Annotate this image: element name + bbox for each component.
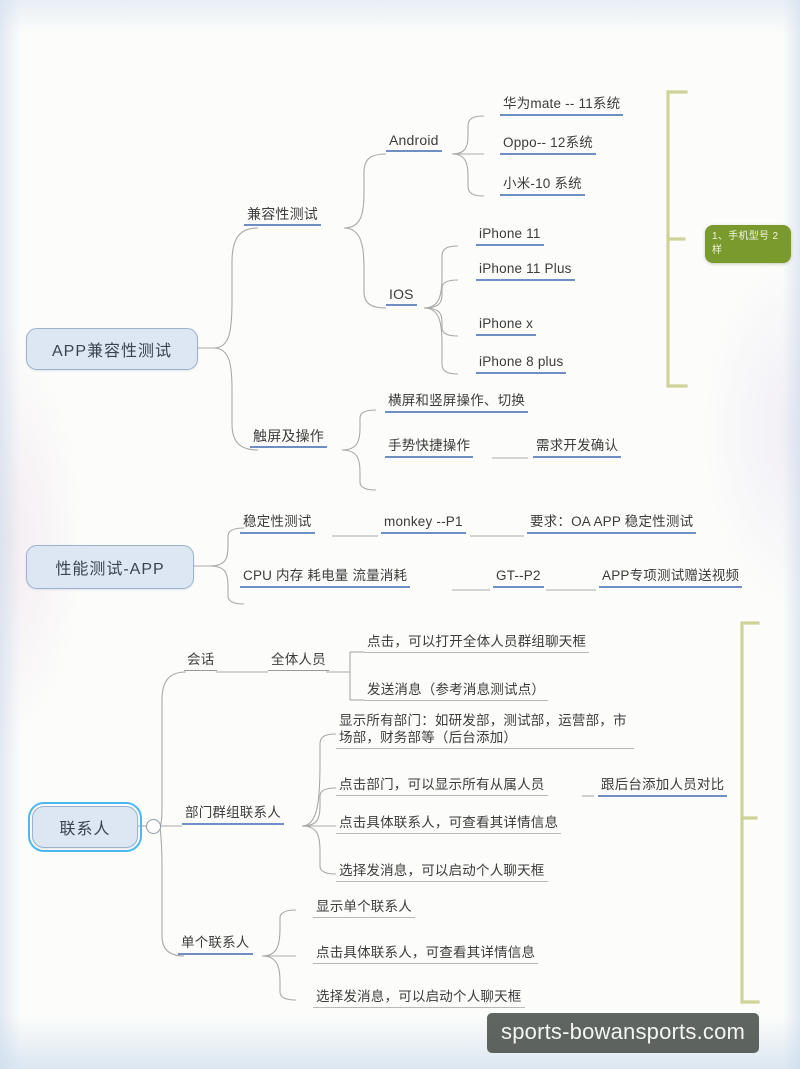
node-label: 手势快捷操作	[388, 438, 471, 453]
node-android-device-2[interactable]: Oppo-- 12系统	[500, 135, 596, 155]
node-department-item-2[interactable]: 点击部门，可以显示所有从属人员	[336, 777, 548, 796]
node-label: 单个联系人	[181, 935, 250, 950]
node-touchscreen-operation[interactable]: 触屏及操作	[250, 428, 327, 449]
node-label: 小米-10 系统	[503, 176, 582, 191]
node-label: 兼容性测试	[247, 206, 318, 222]
node-android[interactable]: Android	[386, 132, 442, 153]
node-label: CPU 内存 耗电量 流量消耗	[243, 568, 408, 583]
node-compatibility-test[interactable]: 兼容性测试	[244, 206, 321, 227]
node-all-staff-item-1[interactable]: 点击，可以打开全体人员群组聊天框	[364, 634, 590, 653]
node-label: 选择发消息，可以启动个人聊天框	[339, 863, 545, 878]
node-department-item-4[interactable]: 选择发消息，可以启动个人聊天框	[336, 863, 548, 882]
node-android-device-3[interactable]: 小米-10 系统	[500, 176, 585, 196]
node-touch-item-1[interactable]: 横屏和竖屏操作、切换	[385, 393, 528, 413]
node-label: 全体人员	[271, 652, 326, 667]
node-touch-item-2-child[interactable]: 需求开发确认	[533, 438, 622, 458]
node-label: 会话	[187, 652, 215, 667]
node-department-group-contacts[interactable]: 部门群组联系人	[182, 805, 284, 825]
node-label: 点击具体联系人，可查看其详情信息	[316, 945, 536, 960]
node-ios-device-3[interactable]: iPhone x	[476, 316, 537, 336]
watermark-text: sports-bowansports.com	[501, 1019, 746, 1044]
node-label: 要求：OA APP 稳定性测试	[530, 514, 694, 529]
node-ios-device-2[interactable]: iPhone 11 Plus	[476, 261, 575, 281]
node-gt-p2[interactable]: GT--P2	[493, 568, 544, 588]
node-label: 点击，可以打开全体人员群组聊天框	[367, 634, 587, 649]
node-label: iPhone 8 plus	[479, 354, 564, 369]
node-stability-test[interactable]: 稳定性测试	[240, 514, 315, 534]
node-label: 华为mate -- 11系统	[503, 96, 621, 111]
node-all-staff-item-2[interactable]: 发送消息（参考消息测试点）	[364, 682, 549, 701]
node-department-item-1[interactable]: 显示所有部门：如研发部，测试部，运营部，市场部，财务部等（后台添加）	[336, 712, 634, 749]
collapse-toggle-contacts[interactable]	[146, 819, 161, 834]
node-label: iPhone x	[479, 316, 534, 331]
node-single-contact[interactable]: 单个联系人	[178, 935, 253, 955]
root-node-contacts[interactable]: 联系人	[28, 802, 142, 852]
node-ios-device-1[interactable]: iPhone 11	[476, 226, 544, 246]
note-text: 1、手机型号 2样	[712, 231, 779, 256]
node-department-item-2-child[interactable]: 跟后台添加人员对比	[598, 777, 728, 797]
node-label: 显示单个联系人	[316, 899, 412, 914]
watermark: sports-bowansports.com	[487, 1013, 760, 1053]
node-single-contact-item-3[interactable]: 选择发消息，可以启动个人聊天框	[313, 989, 525, 1008]
node-label: 稳定性测试	[243, 514, 312, 529]
node-label: iPhone 11 Plus	[479, 261, 572, 276]
node-label: 触屏及操作	[253, 428, 324, 444]
node-single-contact-item-1[interactable]: 显示单个联系人	[313, 899, 415, 918]
node-label: 需求开发确认	[536, 438, 619, 453]
node-department-item-3[interactable]: 点击具体联系人，可查看其详情信息	[336, 815, 562, 834]
node-oa-app-stability-requirement[interactable]: 要求：OA APP 稳定性测试	[527, 514, 697, 534]
node-single-contact-item-2[interactable]: 点击具体联系人，可查看其详情信息	[313, 945, 539, 964]
node-label: Oppo-- 12系统	[503, 135, 593, 150]
node-monkey-p1[interactable]: monkey --P1	[381, 514, 466, 534]
node-label: 点击具体联系人，可查看其详情信息	[339, 815, 559, 830]
node-label: GT--P2	[496, 568, 541, 583]
root-node-app-compatibility[interactable]: APP兼容性测试	[26, 328, 198, 370]
node-label: 点击部门，可以显示所有从属人员	[339, 777, 545, 792]
root-node-label: APP兼容性测试	[51, 343, 173, 360]
node-all-staff[interactable]: 全体人员	[268, 652, 329, 671]
node-label: 跟后台添加人员对比	[601, 777, 725, 792]
node-session[interactable]: 会话	[184, 652, 218, 671]
node-label: 发送消息（参考消息测试点）	[367, 682, 546, 697]
note-phone-models[interactable]: 1、手机型号 2样	[705, 225, 791, 263]
node-label: IOS	[389, 286, 414, 302]
node-label: Android	[389, 132, 439, 148]
node-ios-device-4[interactable]: iPhone 8 plus	[476, 354, 567, 374]
node-label: APP专项测试赠送视频	[602, 568, 740, 583]
root-node-label: 联系人	[59, 821, 111, 838]
node-ios[interactable]: IOS	[386, 286, 417, 307]
node-label: 选择发消息，可以启动个人聊天框	[316, 989, 522, 1004]
node-label: monkey --P1	[384, 514, 463, 529]
node-android-device-1[interactable]: 华为mate -- 11系统	[500, 96, 624, 116]
root-node-label: 性能测试-APP	[55, 561, 165, 578]
node-app-special-test-video[interactable]: APP专项测试赠送视频	[599, 568, 743, 588]
node-touch-item-2[interactable]: 手势快捷操作	[385, 438, 474, 458]
node-label: iPhone 11	[479, 226, 541, 241]
node-label: 横屏和竖屏操作、切换	[388, 393, 525, 408]
node-label: 显示所有部门：如研发部，测试部，运营部，市场部，财务部等（后台添加）	[339, 713, 627, 745]
node-label: 部门群组联系人	[185, 805, 281, 820]
root-node-performance-test[interactable]: 性能测试-APP	[26, 545, 194, 589]
node-resource-metrics[interactable]: CPU 内存 耗电量 流量消耗	[240, 568, 411, 588]
